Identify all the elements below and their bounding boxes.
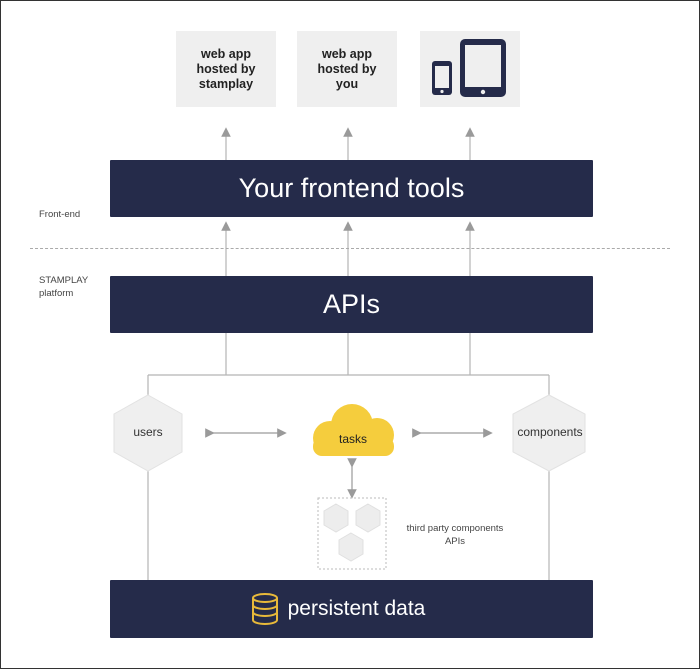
third-party-box xyxy=(317,497,387,570)
frontend-tools-bar: Your frontend tools xyxy=(110,160,593,217)
apis-bar: APIs xyxy=(110,276,593,333)
tasks-cloud-icon xyxy=(313,404,394,456)
persistent-data-title: persistent data xyxy=(287,597,426,620)
persistent-data-bar: persistent data xyxy=(110,580,593,638)
users-label: users xyxy=(133,425,163,439)
components-label: components xyxy=(517,425,583,439)
third-party-hex-3 xyxy=(338,532,364,562)
target-devices xyxy=(420,31,520,107)
tasks-label: tasks xyxy=(338,432,367,446)
components-hexagon xyxy=(512,394,586,472)
target-self-label: web app hosted by you xyxy=(317,46,377,91)
target-self-hosted: web app hosted by you xyxy=(297,31,397,107)
database-icon xyxy=(252,593,278,625)
third-party-hex-1 xyxy=(323,503,349,533)
mobile-tablet-devices-icon xyxy=(432,39,506,97)
users-hexagon xyxy=(113,394,183,472)
third-party-hex-2 xyxy=(355,503,381,533)
platform-layer-label: STAMPLAY platform xyxy=(39,275,89,299)
target-stamplay-label: web app hosted by stamplay xyxy=(196,46,256,91)
apis-title: APIs xyxy=(322,289,381,319)
target-stamplay-hosted: web app hosted by stamplay xyxy=(176,31,276,107)
frontend-layer-label: Front-end xyxy=(39,209,81,220)
layer-divider xyxy=(30,248,670,249)
frontend-tools-title: Your frontend tools xyxy=(238,173,465,203)
third-party-label: third party components APIs xyxy=(406,523,504,547)
